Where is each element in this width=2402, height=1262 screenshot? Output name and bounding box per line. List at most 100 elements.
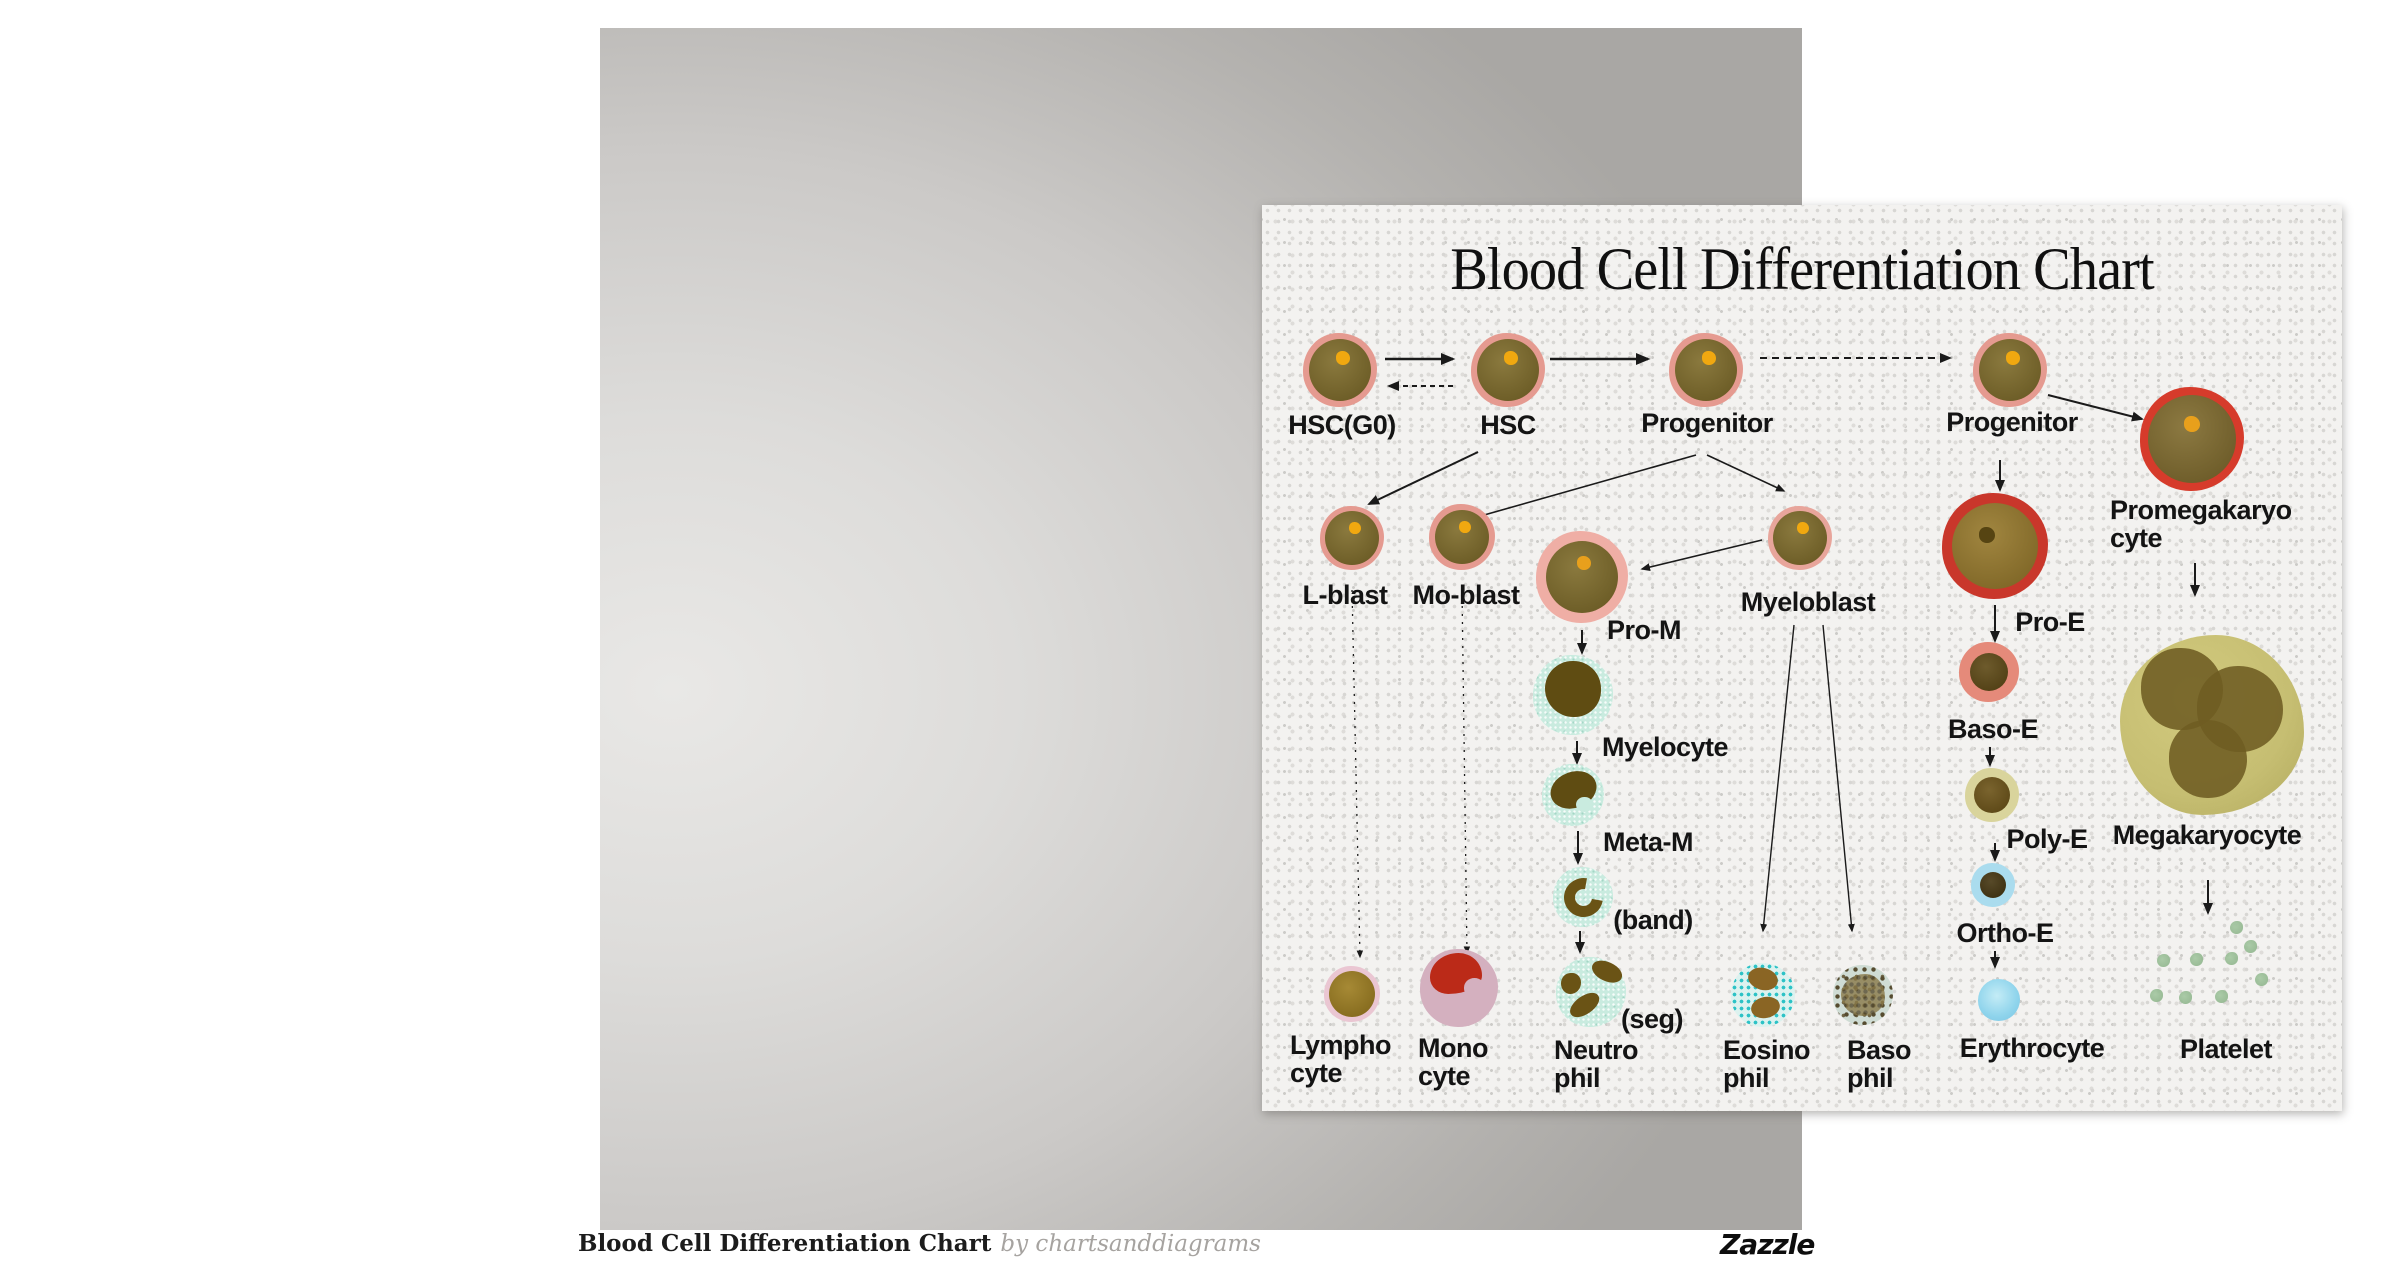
product-photo[interactable]: Blood Cell Differentiation Chart HSC(G0)… [600, 28, 2342, 1230]
cell-monocyte [1420, 949, 1498, 1027]
diagram-label: HSC(G0) [1288, 410, 1396, 440]
nucleus-mass [1841, 974, 1885, 1016]
cell-mo-blast [1429, 504, 1495, 570]
diagram-label: Progenitor [1641, 408, 1773, 438]
cell-erythrocyte [1978, 979, 2020, 1021]
diagram-label: (band) [1613, 905, 1693, 935]
cell-l-blast [1320, 506, 1384, 570]
diagram-label: L-blast [1302, 580, 1388, 610]
diagram-label: Progenitor [1946, 407, 2078, 437]
arrow [1640, 539, 1763, 572]
diagram-label: Mono cyte [1418, 1033, 1488, 1091]
cell-hsc-g0 [1303, 333, 1377, 407]
nucleus-lobe [1561, 972, 1581, 994]
cell-body [1329, 971, 1375, 1017]
nucleolus-spot [2184, 416, 2200, 433]
cell-progenitor-2 [1973, 333, 2047, 407]
nucleolus-spot [1797, 522, 1810, 535]
nucleus-lobe [1748, 993, 1782, 1021]
diagram-label: Poly-E [2006, 824, 2088, 854]
platelet-dot [2189, 952, 2203, 966]
zazzle-logo[interactable]: Zazzle [1720, 1228, 1815, 1261]
cell-hsc [1471, 333, 1545, 407]
diagram-label: Pro-E [2015, 607, 2085, 637]
nucleolus-spot [1979, 527, 1996, 544]
diagram-label: Neutro phil [1554, 1035, 1639, 1093]
platelet-dot [2149, 988, 2163, 1002]
caption-byline-link[interactable]: by chartsanddiagrams [1000, 1231, 1261, 1257]
cell-body [1773, 511, 1827, 565]
cell-body [2148, 395, 2236, 483]
cell-progenitor-1 [1669, 333, 1743, 407]
poster-print: Blood Cell Differentiation Chart HSC(G0)… [1262, 205, 2342, 1111]
cell-body [1980, 872, 2006, 898]
cell-lymphocyte [1324, 966, 1380, 1022]
diagram-label: (seg) [1620, 1004, 1684, 1034]
cell-body [1974, 777, 2010, 813]
nucleus-lobe [1745, 964, 1781, 994]
nucleus-notch [1576, 796, 1594, 813]
cell-pro-e [1942, 493, 2048, 599]
platelet-dot [2254, 972, 2268, 986]
nucleolus-spot [2005, 350, 2020, 365]
platelet-dot [2214, 989, 2228, 1003]
diagram-label: HSC [1480, 410, 1536, 440]
arrow [1351, 589, 1364, 959]
platelet-dot [2229, 920, 2243, 934]
cell-band [1553, 867, 1613, 927]
diagram-label: Pro-M [1607, 615, 1682, 645]
arrow [1822, 624, 1855, 933]
cell-poly-e [1965, 768, 2019, 822]
diagram-label: Baso-E [1947, 714, 2039, 744]
diagram-label: Meta-M [1603, 827, 1694, 857]
arrow [1760, 624, 1795, 933]
arrow [1367, 451, 1479, 505]
cell-eosinophil [1731, 963, 1795, 1027]
caption-title-link[interactable]: Blood Cell Differentiation Chart [578, 1230, 992, 1257]
diagram-label: Myeloblast [1740, 587, 1876, 617]
cell-pro-m [1536, 531, 1628, 623]
cell-ortho-e [1971, 863, 2015, 907]
diagram-label: Myelocyte [1601, 732, 1729, 762]
arrow [1468, 454, 1697, 521]
platelet-dot [2243, 939, 2257, 953]
nucleolus-spot [1459, 521, 1472, 534]
diagram-label: Platelet [2179, 1034, 2273, 1064]
cell-body [1970, 653, 2008, 691]
cell-basophil [1833, 965, 1893, 1025]
diagram-label: Baso phil [1847, 1035, 1912, 1093]
diagram-label: Erythrocyte [1959, 1033, 2105, 1063]
nucleus-lobe [1588, 956, 1626, 988]
arrow [1706, 454, 1786, 492]
nucleolus-spot [1335, 350, 1350, 365]
cell-seg [1556, 956, 1626, 1027]
cell-body [1435, 510, 1489, 564]
band-nucleus [1555, 869, 1611, 925]
nucleus [1545, 661, 1601, 717]
diagram-label: Ortho-E [1956, 918, 2055, 948]
nucleolus-spot [1701, 350, 1716, 365]
platelet-dot [2178, 990, 2192, 1004]
cell-myeloblast [1768, 506, 1832, 570]
cell-meta-m [1542, 764, 1604, 826]
nucleolus-spot [1349, 522, 1362, 535]
diagram-label: Mo-blast [1412, 580, 1521, 610]
arrow [1461, 589, 1471, 955]
platelet-dot [2156, 953, 2170, 967]
cell-body [1675, 339, 1737, 401]
nucleolus-spot [1503, 350, 1518, 365]
diagram-label: Megakaryocyte [2112, 820, 2302, 850]
cell-body [1979, 339, 2041, 401]
diagram-label: Eosino phil [1723, 1035, 1811, 1093]
cell-body [1477, 339, 1539, 401]
diagram-label: Lympho cyte [1290, 1030, 1392, 1088]
caption: Blood Cell Differentiation Chart by chart… [578, 1230, 1261, 1262]
cell-body [1952, 503, 2038, 589]
poster-title: Blood Cell Differentiation Chart [1450, 236, 2154, 302]
cell-body [1546, 541, 1618, 613]
cell-body [1325, 511, 1379, 565]
cell-myelocyte [1533, 655, 1613, 735]
mega-nucleus-lobe [2169, 720, 2247, 798]
nucleus-notch [1463, 978, 1486, 998]
